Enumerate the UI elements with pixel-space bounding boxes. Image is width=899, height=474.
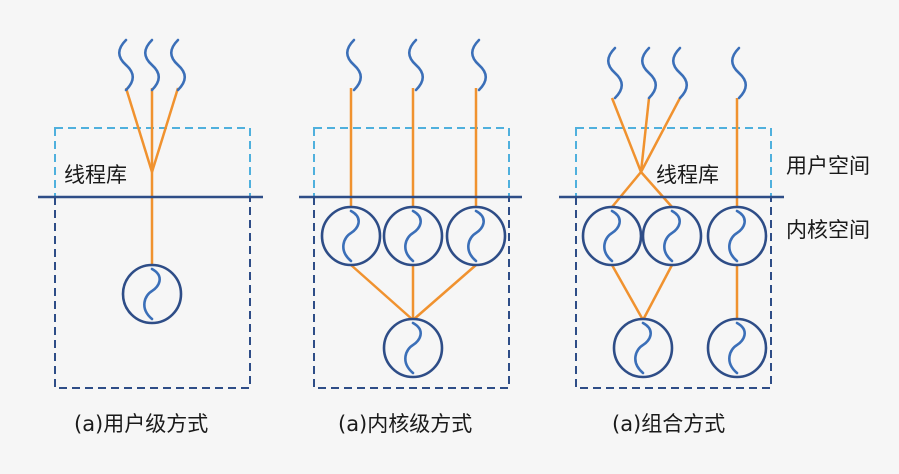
caption-combined: (a)组合方式 (612, 412, 726, 436)
user-thread (117, 38, 135, 92)
kernel-thread (121, 263, 183, 325)
kernel-space-box (575, 197, 772, 389)
thread-links (124, 87, 180, 268)
user-space-label: 用户空间 (786, 154, 870, 178)
kernel-space-label: 内核空间 (786, 218, 870, 242)
caption-kernel-level: (a)内核级方式 (338, 412, 473, 436)
thread-links (610, 97, 739, 321)
kernel-thread (581, 205, 643, 267)
user-thread (345, 38, 363, 92)
thread-links (349, 88, 478, 321)
thread-library-label: 线程库 (64, 163, 127, 187)
user-thread (407, 38, 425, 92)
thread-library-label: 线程库 (656, 163, 719, 187)
kernel-thread (320, 205, 382, 267)
user-thread (671, 46, 689, 100)
processor (612, 317, 674, 379)
processor (382, 317, 444, 379)
user-level-panel (54, 38, 251, 389)
processor (706, 317, 768, 379)
kernel-thread (382, 205, 444, 267)
user-space-box (575, 127, 772, 198)
kernel-space-box (313, 197, 510, 389)
user-thread (470, 38, 488, 92)
user-thread (606, 46, 624, 100)
user-thread (730, 46, 748, 100)
combined-panel (575, 46, 772, 389)
kernel-thread (641, 205, 703, 267)
user-space-box (313, 127, 510, 198)
user-thread (143, 38, 161, 92)
user-thread (640, 46, 658, 100)
kernel-level-panel (313, 38, 510, 389)
user-thread (169, 38, 187, 92)
kernel-thread (445, 205, 507, 267)
caption-user-level: (a)用户级方式 (74, 412, 209, 436)
kernel-thread (706, 205, 768, 267)
kernel-space-box (54, 197, 251, 389)
